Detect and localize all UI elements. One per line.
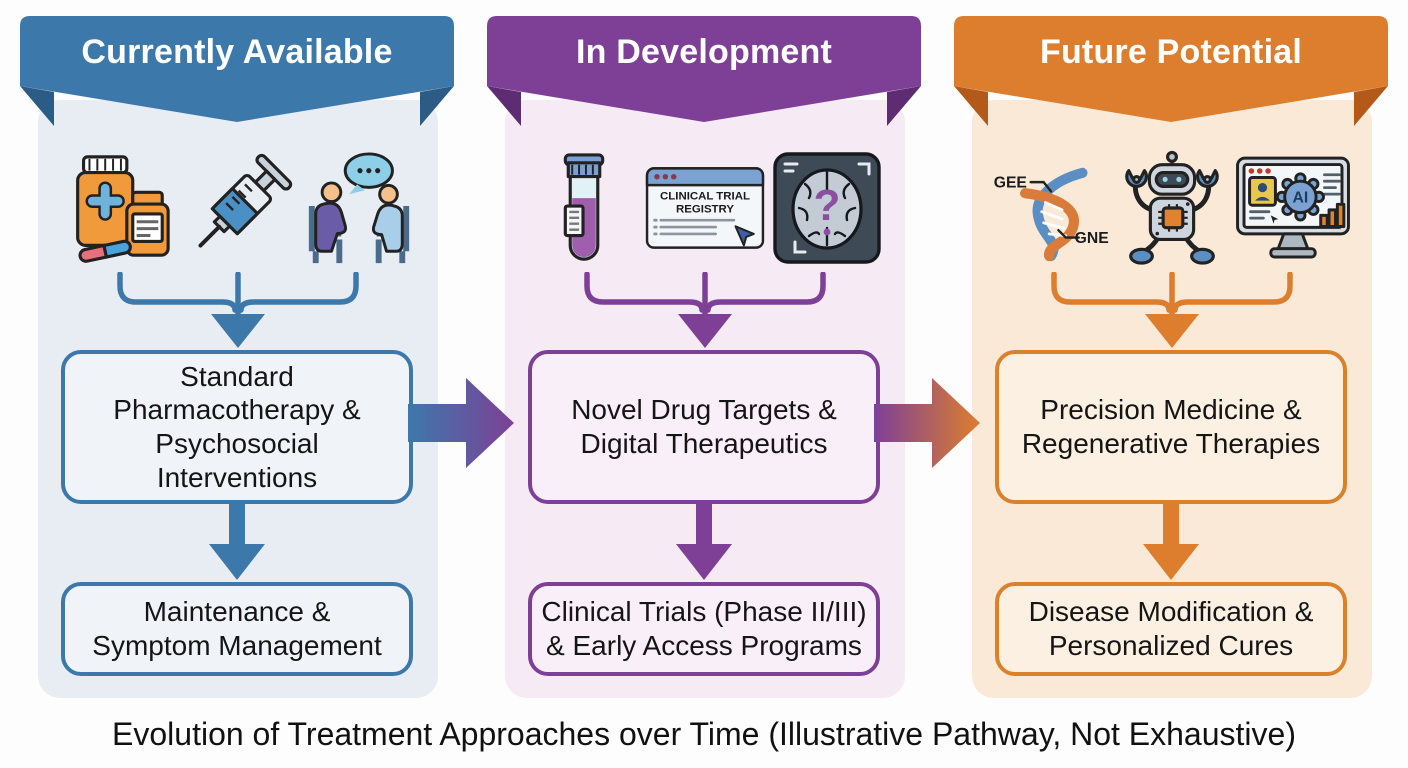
header-ribbon-future-potential — [954, 16, 1388, 126]
therapy-session-icon — [298, 146, 420, 270]
svg-text:?: ? — [813, 181, 840, 230]
header-ribbon-currently-available — [20, 16, 454, 126]
syringe-icon — [177, 146, 298, 270]
brain-scan-icon: ? — [766, 146, 887, 270]
down-arrow — [1143, 502, 1199, 580]
flow-arrow-development-to-future — [874, 378, 980, 468]
stage-box-standard-pharmacotherapy: Standard Pharmacotherapy & Psychosocial … — [61, 350, 413, 504]
svg-text:GEE: GEE — [994, 175, 1027, 192]
clinical-trial-registry-icon: CLINICAL TRIAL REGISTRY — [644, 146, 766, 270]
medication-bottles-icon — [56, 146, 177, 270]
merge-connector — [117, 272, 359, 348]
icon-row-future-potential: GEE GNE — [972, 146, 1372, 270]
stage-box-precision-medicine: Precision Medicine & Regenerative Therap… — [995, 350, 1347, 504]
header-title: Currently Available — [81, 32, 393, 71]
svg-text:GNE: GNE — [1075, 230, 1109, 247]
column-in-development: In Development — [485, 0, 923, 768]
svg-text:CLINICAL TRIAL: CLINICAL TRIAL — [660, 191, 750, 203]
header-title: In Development — [576, 32, 832, 71]
stage-box-maintenance: Maintenance & Symptom Management — [61, 582, 413, 676]
header-title: Future Potential — [1040, 32, 1302, 71]
column-future-potential: Future Potential GEE GNE — [952, 0, 1390, 768]
column-currently-available: Currently Available — [18, 0, 456, 768]
robot-icon — [1112, 146, 1232, 270]
flow-arrow-available-to-development — [408, 378, 514, 468]
svg-text:REGISTRY: REGISTRY — [676, 204, 734, 216]
ai-monitor-icon: AI — [1232, 146, 1354, 270]
merge-connector — [584, 272, 826, 348]
down-arrow — [209, 502, 265, 580]
icon-row-currently-available — [38, 146, 438, 270]
stage-box-clinical-trials: Clinical Trials (Phase II/III) & Early A… — [528, 582, 880, 676]
stage-box-novel-drug-targets: Novel Drug Targets & Digital Therapeutic… — [528, 350, 880, 504]
stage-box-disease-modification: Disease Modification & Personalized Cure… — [995, 582, 1347, 676]
figure-caption: Evolution of Treatment Approaches over T… — [112, 716, 1296, 752]
merge-connector — [1051, 272, 1293, 348]
svg-text:AI: AI — [1293, 189, 1309, 206]
test-tube-icon — [523, 146, 644, 270]
icon-row-in-development: CLINICAL TRIAL REGISTRY ? — [505, 146, 905, 270]
down-arrow — [676, 502, 732, 580]
dna-icon: GEE GNE — [990, 146, 1112, 270]
header-ribbon-in-development — [487, 16, 921, 126]
